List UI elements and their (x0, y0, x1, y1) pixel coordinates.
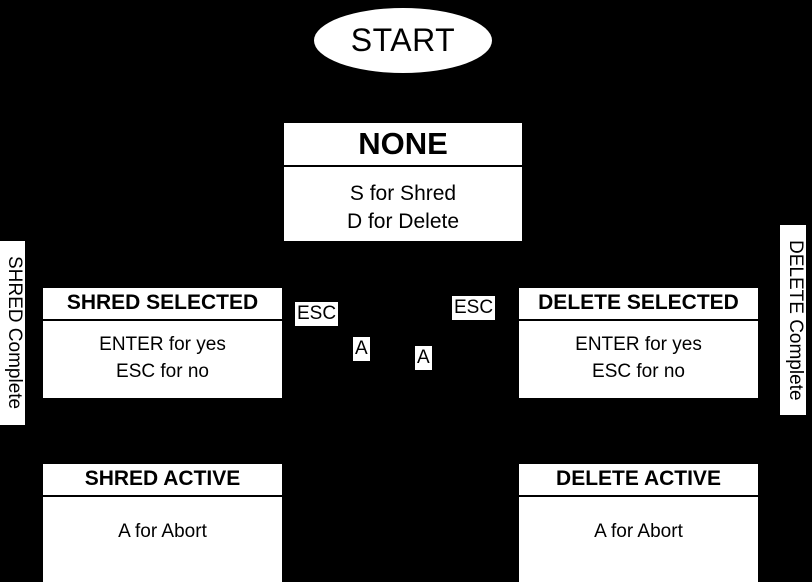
edge-label-delete-complete: DELETE Complete (780, 225, 806, 415)
state-body-shred-selected: ENTER for yes ESC for no (43, 321, 282, 385)
start-node: START (314, 8, 492, 73)
state-title-shred-selected: SHRED SELECTED (43, 288, 282, 321)
state-body-line: ENTER for yes (575, 334, 702, 355)
state-node-delete-selected: DELETE SELECTED ENTER for yes ESC for no (519, 288, 758, 398)
state-body-shred-active: A for Abort (43, 497, 282, 545)
state-node-delete-active: DELETE ACTIVE A for Abort (519, 464, 758, 582)
edge-label-esc-left: ESC (295, 302, 339, 326)
state-body-line: A for Abort (118, 521, 207, 542)
state-title-shred-active: SHRED ACTIVE (43, 464, 282, 497)
state-node-shred-selected: SHRED SELECTED ENTER for yes ESC for no (43, 288, 282, 398)
state-body-line: S for Shred (349, 182, 457, 205)
state-body-line: ESC for no (592, 361, 685, 382)
state-body-delete-active: A for Abort (519, 497, 758, 545)
state-node-none: NONE S for Shred D for Delete (284, 123, 522, 241)
state-body-line: ESC for no (116, 361, 209, 382)
state-title-delete-selected: DELETE SELECTED (519, 288, 758, 321)
state-body-line: ENTER for yes (99, 334, 226, 355)
state-title-delete-active: DELETE ACTIVE (519, 464, 758, 497)
start-node-label: START (350, 22, 456, 58)
edge-label-a-right: A (415, 346, 432, 370)
state-node-shred-active: SHRED ACTIVE A for Abort (43, 464, 282, 582)
edge-label-shred-complete: SHRED Complete (0, 241, 25, 425)
state-body-none: S for Shred D for Delete (284, 167, 522, 236)
edge-label-a-left: A (353, 337, 370, 361)
state-body-delete-selected: ENTER for yes ESC for no (519, 321, 758, 385)
state-body-line: D for Delete (346, 210, 460, 233)
state-body-line: A for Abort (594, 521, 683, 542)
state-title-none: NONE (284, 123, 522, 167)
edge-label-esc-right: ESC (452, 296, 496, 320)
